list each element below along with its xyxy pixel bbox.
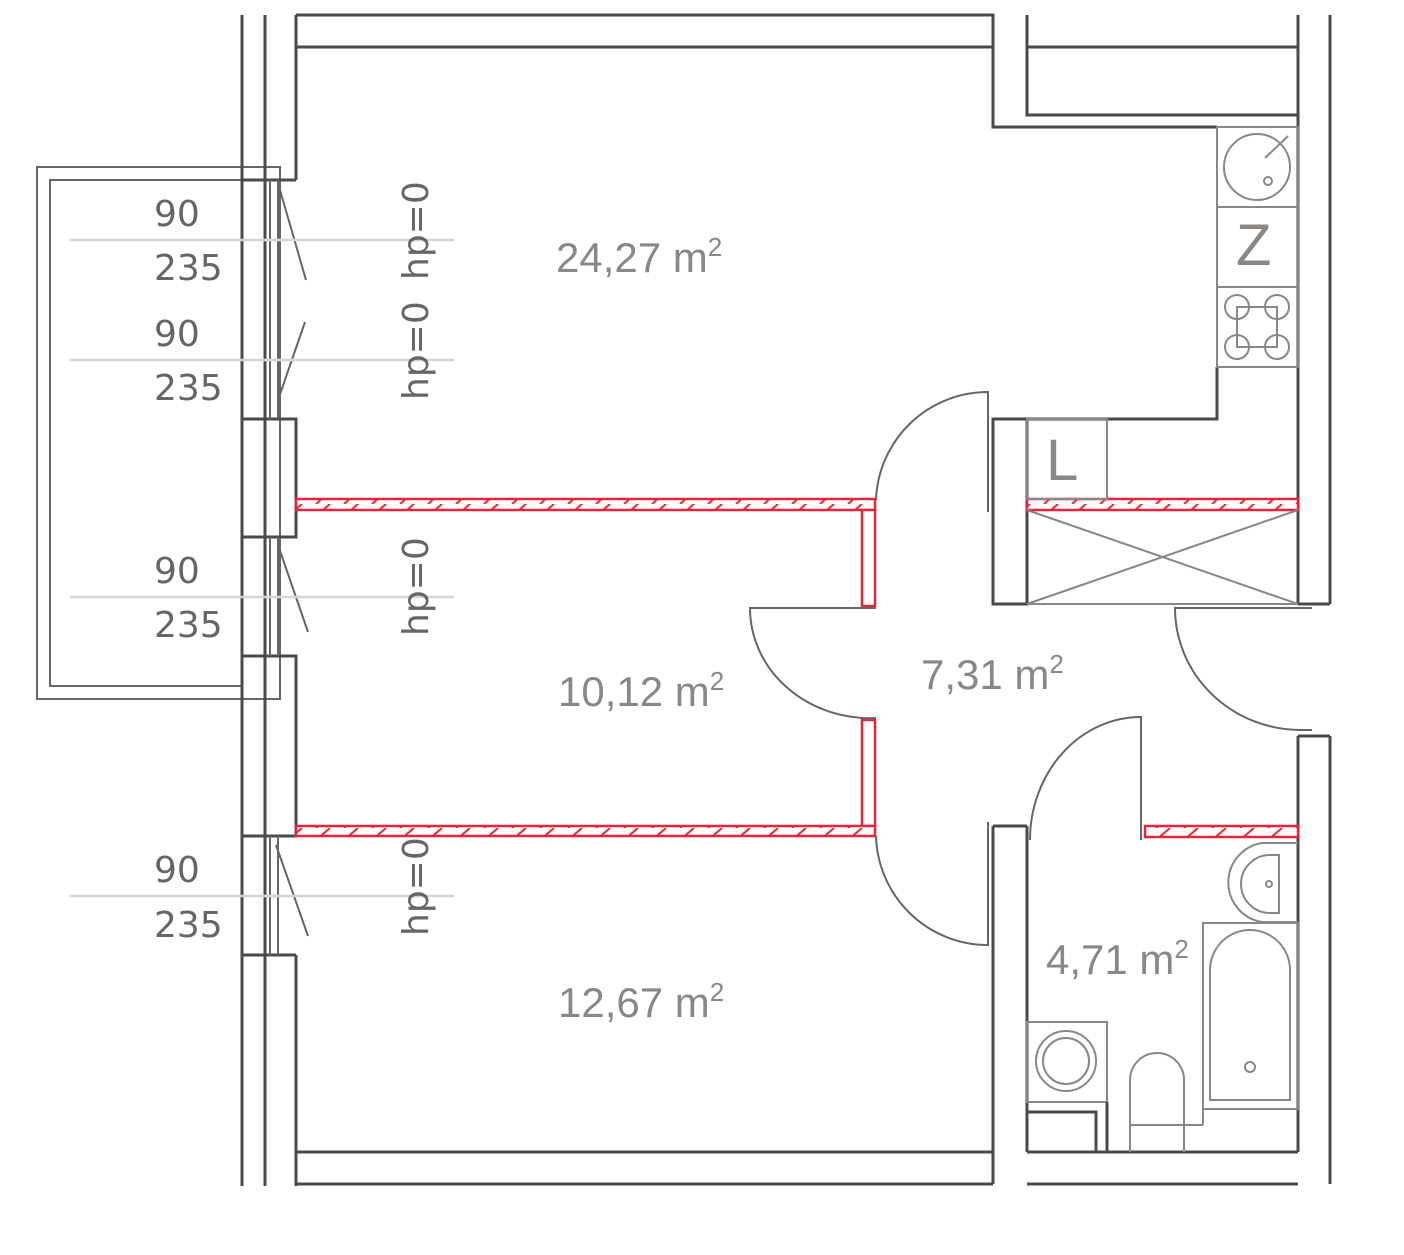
- room-area-bedroom-2: 12,67 m2: [558, 977, 724, 1026]
- window-width-label: 90: [154, 314, 200, 355]
- windows: [269, 180, 309, 955]
- washbasin-icon: [1227, 842, 1298, 923]
- door-swings: [748, 390, 1312, 947]
- window-dimension-lines: [70, 238, 454, 898]
- bathtub-icon: [1202, 922, 1299, 1110]
- kitchen-counter: Z L: [1026, 126, 1299, 605]
- fridge-label: Z: [1236, 213, 1271, 278]
- stove-icon: [1224, 294, 1290, 360]
- window-width-label: 90: [154, 850, 200, 891]
- room-area-bedroom-1: 10,12 m2: [558, 666, 724, 715]
- window-height-label: 235: [154, 368, 223, 409]
- window-height-label: 235: [154, 248, 223, 289]
- removable-walls: [294, 497, 1300, 839]
- room-area-living: 24,27 m2: [556, 232, 722, 281]
- room-area-hall: 7,31 m2: [921, 649, 1064, 698]
- window-width-label: 90: [154, 194, 200, 235]
- closet-cross: [1026, 509, 1299, 605]
- cabinet-label: L: [1046, 428, 1078, 493]
- window-sill-label: hp=0: [396, 181, 437, 280]
- window-sill-label: hp=0: [396, 301, 437, 400]
- cabinet: [1026, 418, 1108, 500]
- window-width-label: 90: [154, 551, 200, 592]
- window-sill-label: hp=0: [396, 837, 437, 936]
- window-height-label: 235: [154, 905, 223, 946]
- window-height-label: 235: [154, 605, 223, 646]
- bathroom-fixtures: [1026, 842, 1299, 1152]
- toilet-icon: [1129, 1052, 1204, 1152]
- window-sill-label: hp=0: [396, 537, 437, 636]
- room-area-bathroom: 4,71 m2: [1046, 934, 1189, 983]
- sink-icon: [1223, 133, 1291, 201]
- washing-machine-icon: [1026, 1021, 1108, 1103]
